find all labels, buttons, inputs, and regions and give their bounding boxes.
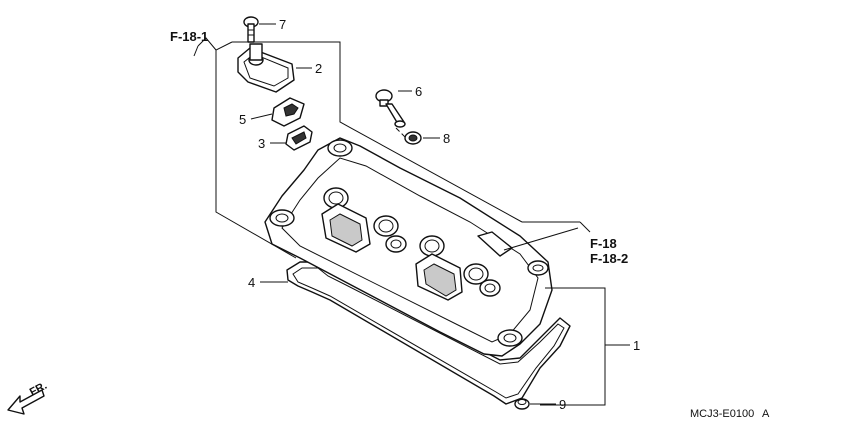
reference-frame-lines	[193, 37, 591, 259]
front-direction-arrow-icon	[7, 389, 45, 415]
bolt-6-part	[375, 89, 406, 128]
reference-f18-1: F-18-1	[170, 29, 208, 44]
callout-3: 3	[258, 136, 265, 151]
callout-4: 4	[248, 275, 255, 290]
bolt-7-part	[243, 16, 259, 43]
reference-f18-2: F-18-2	[590, 251, 628, 266]
callout-7: 7	[279, 17, 286, 32]
diagram-code: MCJ3-E0100	[690, 408, 754, 420]
front-direction-label: FR.	[28, 380, 49, 399]
callout-2: 2	[315, 61, 322, 76]
callout-9: 9	[559, 397, 566, 412]
diagram-suffix: A	[762, 408, 770, 420]
cylinder-head-cover	[264, 137, 579, 357]
assembly-bracket	[540, 287, 606, 406]
connector-part	[285, 125, 313, 151]
rubber-part	[404, 131, 422, 145]
bolt-6-dash-line	[395, 127, 407, 139]
seal-part	[271, 97, 305, 127]
o-ring-part	[514, 398, 530, 410]
leader-lines	[250, 23, 630, 405]
callout-6: 6	[415, 84, 422, 99]
callout-5: 5	[239, 112, 246, 127]
callout-8: 8	[443, 131, 450, 146]
breather-fitting-part	[237, 43, 295, 93]
callout-1: 1	[633, 338, 640, 353]
reference-f18: F-18	[590, 236, 617, 251]
